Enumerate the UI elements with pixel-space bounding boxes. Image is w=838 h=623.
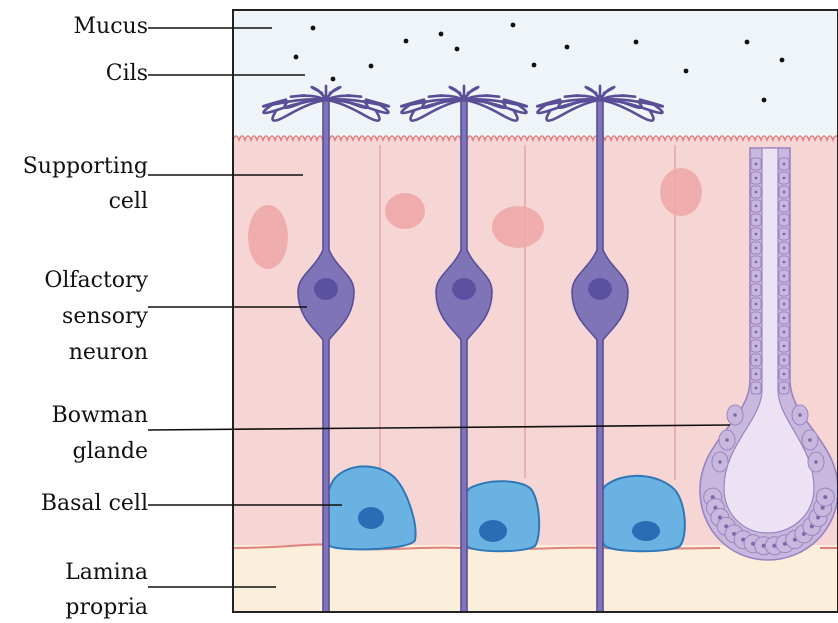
label-bowman-line1: Bowman [52, 401, 148, 431]
label-mucus: Mucus [74, 12, 148, 42]
label-lamina-line1: Lamina [65, 558, 148, 588]
label-supporting-line2: cell [109, 187, 148, 217]
label-basal: Basal cell [41, 489, 148, 519]
olfactory-sensory-neurons [263, 86, 663, 612]
basal-cell-2 [461, 481, 539, 551]
label-olfactory-line2: sensory [62, 302, 148, 332]
label-lamina-line2: propria [65, 593, 148, 623]
label-olfactory-line3: neuron [69, 338, 148, 368]
label-supporting-line1: Supporting [23, 152, 148, 182]
label-cils: Cils [106, 59, 148, 89]
label-bowman-line2: glande [72, 437, 148, 467]
label-olfactory-line1: Olfactory [44, 266, 148, 296]
